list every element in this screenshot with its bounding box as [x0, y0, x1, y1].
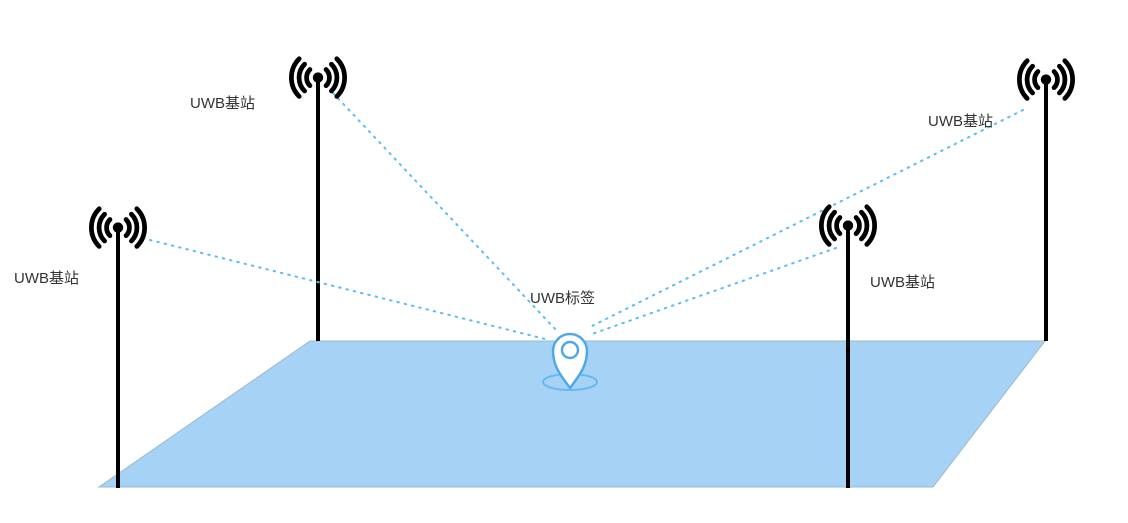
floor-plane — [97, 340, 1047, 488]
anchor-label-top-right: UWB基站 — [928, 113, 993, 130]
ranging-line-right — [591, 247, 837, 335]
ranging-line-top-left — [332, 92, 558, 332]
uwb-tag — [542, 332, 598, 391]
tag-label: UWB标签 — [530, 290, 595, 307]
anchor-label-left: UWB基站 — [14, 270, 79, 287]
ranging-line-top-right — [589, 109, 1024, 328]
anchor-label-right: UWB基站 — [870, 274, 935, 291]
anchor-label-top-left: UWB基站 — [190, 95, 255, 112]
ranging-line-left — [149, 239, 550, 341]
pin-inner-circle — [560, 340, 580, 360]
